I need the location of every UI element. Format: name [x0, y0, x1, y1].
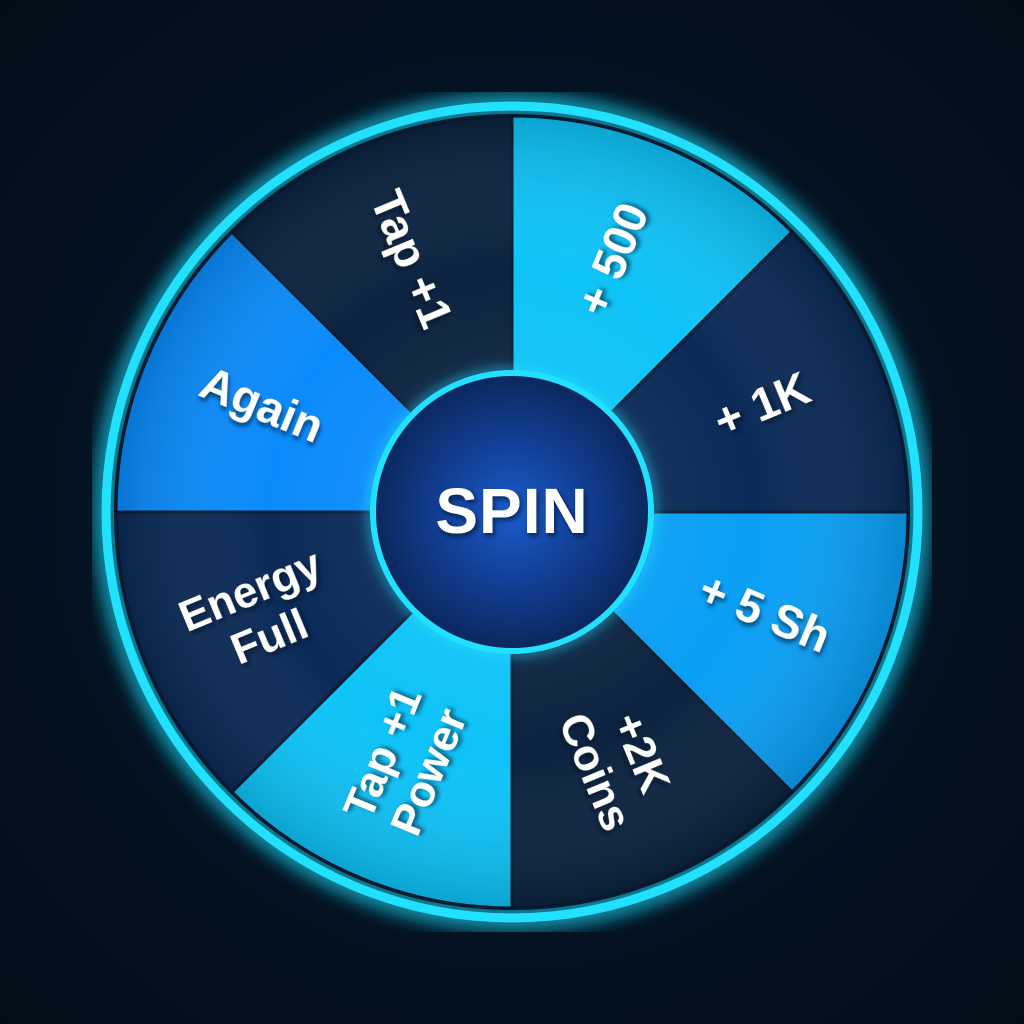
hub-outer-ring — [370, 370, 654, 654]
hub-face[interactable] — [376, 376, 648, 648]
spin-button[interactable]: SPIN — [370, 370, 654, 654]
spin-button-label: SPIN — [435, 475, 588, 547]
wheel-outer-rim — [101, 101, 923, 923]
